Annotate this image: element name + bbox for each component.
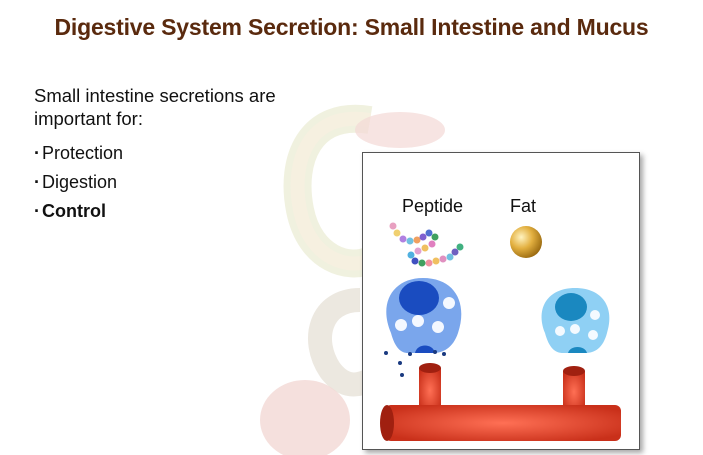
bullet-list: ·Protection ·Digestion ·Control (34, 139, 123, 226)
intro-line: Small intestine secretions are important… (34, 85, 276, 129)
endocrine-cell-active-icon (386, 278, 462, 353)
figure-panel: Peptide Fat (362, 152, 640, 450)
fat-label: Fat (510, 196, 537, 216)
bullet-digestion: ·Digestion (34, 172, 118, 192)
bullet-dot-icon: · (34, 172, 40, 192)
intro-text: Small intestine secretions are important… (34, 84, 294, 130)
peptide-label: Peptide (402, 196, 464, 216)
bullet-control: ·Control (34, 201, 106, 221)
secreted-hormone-icon (384, 350, 446, 377)
slide-title: Digestive System Secretion: Small Intest… (54, 14, 649, 40)
fat-droplet-icon (510, 226, 542, 258)
faded-intestine-illustration (260, 104, 445, 455)
endocrine-cell-resting-icon (541, 288, 610, 353)
bullet-protection: ·Protection (34, 143, 124, 163)
blood-vessel-icon (380, 363, 621, 441)
peptide-chain-icon (389, 222, 464, 267)
bullet-dot-icon: · (34, 143, 40, 163)
bullet-dot-icon: · (34, 201, 40, 221)
